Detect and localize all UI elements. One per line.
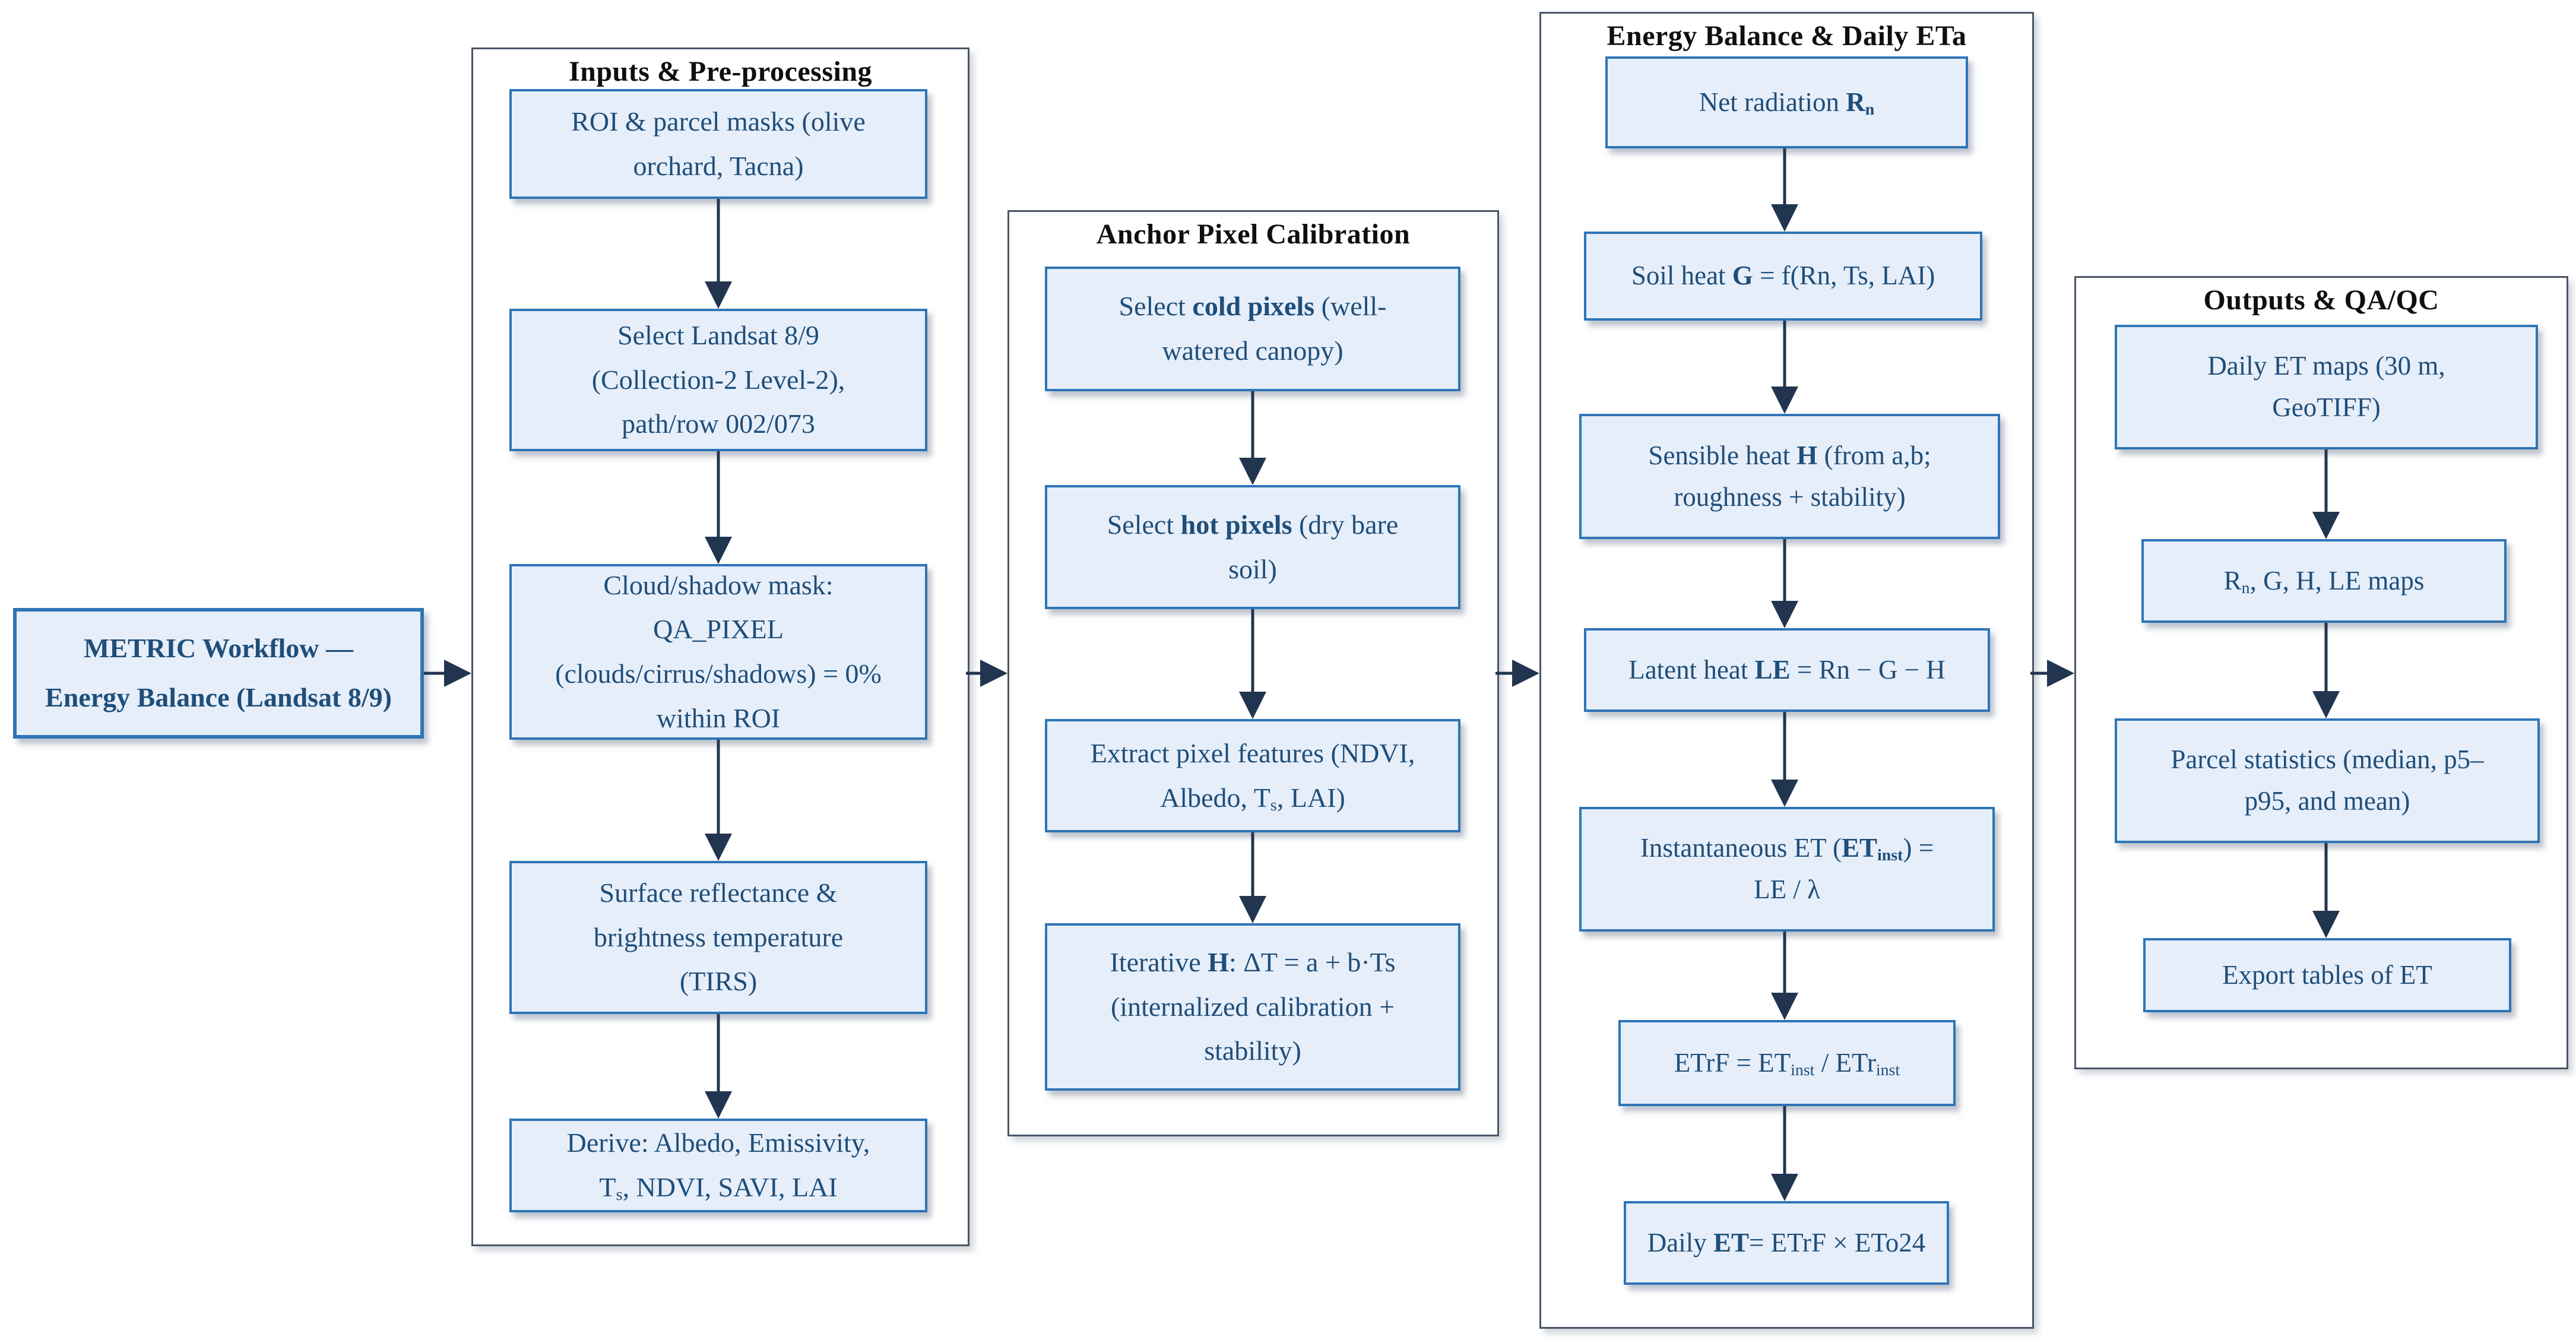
node-text: Daily ET maps (30 m,GeoTIFF) (2207, 351, 2445, 422)
arrow-right (966, 660, 1007, 687)
node-extract-pixel-features: Extract pixel features (NDVI,Albedo, Ts,… (1045, 719, 1460, 832)
node-text: Cloud/shadow mask:QA_PIXEL(clouds/cirrus… (555, 569, 882, 733)
node-iterative-h: Iterative H: ΔT = a + b·Ts(internalized … (1045, 923, 1460, 1091)
node-text: Net radiation Rn (1699, 87, 1875, 119)
group-title-outputs-qaqc: Outputs & QA/QC (2203, 284, 2439, 316)
node-text: Select cold pixels (well-watered canopy) (1119, 291, 1387, 366)
node-cloud-shadow-mask: Cloud/shadow mask:QA_PIXEL(clouds/cirrus… (509, 564, 927, 740)
node-text: Export tables of ET (2222, 959, 2432, 990)
node-text: Daily ET= ETrF × ETo24 (1647, 1227, 1926, 1258)
arrow-right (424, 660, 471, 687)
node-text: Select Landsat 8/9(Collection-2 Level-2)… (591, 320, 845, 439)
node-select-landsat: Select Landsat 8/9(Collection-2 Level-2)… (509, 309, 927, 451)
node-parcel-statistics: Parcel statistics (median, p5–p95, and m… (2115, 718, 2540, 843)
node-flux-maps: Rn, G, H, LE maps (2141, 539, 2507, 623)
node-text: Derive: Albedo, Emissivity,Ts, NDVI, SAV… (566, 1127, 870, 1205)
arrow-right (1495, 660, 1539, 687)
node-text: Iterative H: ΔT = a + b·Ts(internalized … (1110, 947, 1396, 1066)
node-latent-heat: Latent heat LE = Rn − G − H (1584, 628, 1990, 712)
node-text: Extract pixel features (NDVI,Albedo, Ts,… (1090, 737, 1415, 815)
group-title-energy-balance-daily-eta: Energy Balance & Daily ETa (1607, 20, 1967, 52)
node-text: Instantaneous ET (ETinst) =LE / λ (1640, 833, 1934, 904)
node-text: Rn, G, H, LE maps (2223, 565, 2425, 597)
node-surface-reflectance: Surface reflectance &brightness temperat… (509, 861, 927, 1014)
node-daily-et: Daily ET= ETrF × ETo24 (1624, 1201, 1949, 1285)
node-text: Sensible heat H (from a,b;roughness + st… (1648, 440, 1931, 512)
node-metric-workflow: METRIC Workflow —Energy Balance (Landsat… (13, 608, 424, 739)
node-text: Latent heat LE = Rn − G − H (1628, 654, 1946, 685)
node-export-tables: Export tables of ET (2143, 938, 2511, 1012)
node-text: Parcel statistics (median, p5–p95, and m… (2171, 745, 2484, 816)
node-text: ETrF = ETinst / ETrinst (1674, 1047, 1900, 1079)
node-text: METRIC Workflow —Energy Balance (Landsat… (45, 633, 392, 712)
group-title-anchor-pixel-calibration: Anchor Pixel Calibration (1096, 218, 1411, 250)
node-text: Soil heat G = f(Rn, Ts, LAI) (1631, 261, 1935, 291)
node-instantaneous-et: Instantaneous ET (ETinst) =LE / λ (1579, 807, 1995, 932)
node-derive-indices: Derive: Albedo, Emissivity,Ts, NDVI, SAV… (509, 1119, 927, 1212)
node-sensible-heat: Sensible heat H (from a,b;roughness + st… (1579, 414, 2000, 539)
node-daily-et-maps: Daily ET maps (30 m,GeoTIFF) (2115, 325, 2538, 449)
group-title-inputs-preprocessing: Inputs & Pre-processing (568, 56, 873, 87)
node-etrf: ETrF = ETinst / ETrinst (1618, 1020, 1956, 1106)
node-net-radiation: Net radiation Rn (1605, 56, 1968, 148)
node-select-cold-pixels: Select cold pixels (well-watered canopy) (1045, 267, 1460, 391)
node-text: Surface reflectance &brightness temperat… (593, 878, 844, 997)
node-soil-heat: Soil heat G = f(Rn, Ts, LAI) (1584, 232, 1982, 321)
arrow-right (2030, 660, 2074, 687)
